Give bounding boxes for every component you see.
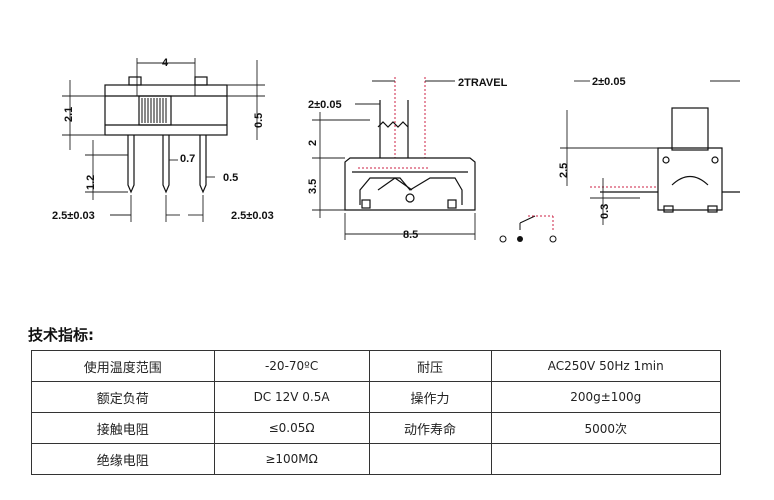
dim-pin-gap: 0.7 <box>180 153 195 165</box>
spec-label: 使用温度范围 <box>31 350 215 382</box>
dim-height-left: 2.1 <box>63 107 75 122</box>
spec-label: 接触电阻 <box>31 412 215 444</box>
technical-drawing: 4 2.1 0.5 0.7 0.5 <box>52 57 740 243</box>
dim-height-right: 0.5 <box>253 113 265 128</box>
spec-label: 耐压 <box>368 350 492 382</box>
table-row: 绝缘电阻 ≥100MΩ <box>31 443 722 475</box>
dim-knob-width-side: 2±0.05 <box>308 99 342 111</box>
spec-value: ≤0.05Ω <box>213 412 370 444</box>
spec-value: 5000次 <box>490 412 722 444</box>
dim-length: 8.5 <box>403 229 418 241</box>
dim-knob-width-end: 2±0.05 <box>592 76 626 88</box>
spec-value: -20-70ºC <box>213 350 370 382</box>
spec-value: AC250V 50Hz 1min <box>490 350 722 382</box>
dim-offset: 0.3 <box>599 204 611 219</box>
spec-label: 绝缘电阻 <box>31 443 215 475</box>
dim-width-top: 4 <box>162 57 169 69</box>
dim-travel: 2TRAVEL <box>458 77 508 89</box>
table-row: 额定负荷 DC 12V 0.5A 操作力 200g±100g <box>31 381 722 413</box>
dim-pin-width: 0.5 <box>223 172 238 184</box>
dim-pitch-right: 2.5±0.03 <box>231 210 274 222</box>
side-view: 2TRAVEL 2±0.05 2 3.5 8.5 <box>307 77 557 243</box>
spec-value: ≥100MΩ <box>213 443 370 475</box>
spec-value: 200g±100g <box>490 381 722 413</box>
dim-body-height: 3.5 <box>307 179 319 194</box>
spec-label: 额定负荷 <box>31 381 215 413</box>
table-row: 接触电阻 ≤0.05Ω 动作寿命 5000次 <box>31 412 722 444</box>
spec-label: 操作力 <box>368 381 492 413</box>
spec-table: 使用温度范围 -20-70ºC 耐压 AC250V 50Hz 1min 额定负荷… <box>31 350 722 475</box>
dim-pin-length: 1.2 <box>85 175 97 190</box>
table-row: 使用温度范围 -20-70ºC 耐压 AC250V 50Hz 1min <box>31 350 722 382</box>
dim-knob-height: 2 <box>307 140 319 146</box>
dim-pitch-left: 2.5±0.03 <box>52 210 95 222</box>
spec-label: 动作寿命 <box>368 412 492 444</box>
dim-knob-height-end: 2.5 <box>558 163 570 178</box>
spec-value <box>490 443 722 475</box>
end-view: 2±0.05 2.5 0.3 <box>558 76 740 225</box>
spec-value: DC 12V 0.5A <box>213 381 370 413</box>
front-view: 4 2.1 0.5 0.7 0.5 <box>52 57 274 222</box>
section-heading: 技术指标: <box>28 326 94 344</box>
spec-label <box>368 443 492 475</box>
